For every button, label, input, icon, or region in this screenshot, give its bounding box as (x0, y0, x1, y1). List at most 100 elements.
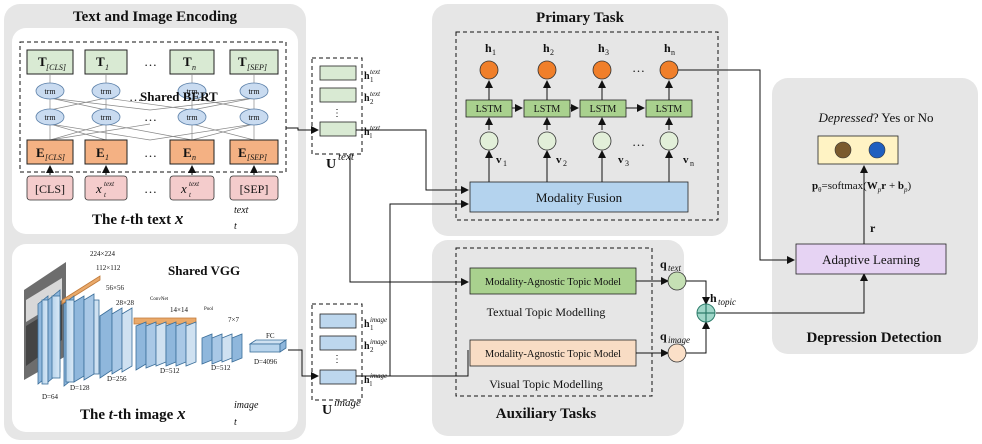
primary-dashed-box (455, 31, 719, 221)
svg-text:Adaptive Learning: Adaptive Learning (822, 252, 920, 267)
token-top-1: T 1 (84, 49, 128, 75)
output-prediction-box (817, 135, 899, 165)
svg-text:trm: trm (186, 87, 198, 96)
input-word-n: x text t (169, 175, 215, 201)
svg-text:D=256: D=256 (107, 375, 127, 383)
svg-text:[SEP]: [SEP] (247, 63, 267, 72)
svg-text:q: q (660, 329, 667, 343)
svg-text:text: text (370, 68, 381, 76)
lstm-cell-3: LSTM (579, 99, 627, 118)
aux-connectors (636, 273, 868, 357)
u-text-vector-1: h 1 text (319, 65, 381, 84)
svg-text:text: text (234, 205, 249, 216)
embedding-n: E n (169, 139, 215, 165)
svg-text:text: text (189, 180, 200, 188)
trm-node: trm (239, 82, 269, 100)
svg-text:trm: trm (100, 113, 112, 122)
u-image-vector-1: h 1 image (319, 313, 387, 332)
u-text-label: U text (326, 151, 355, 172)
input-cls: [CLS] (26, 175, 74, 201)
bert-ellipsis: … (129, 89, 142, 104)
svg-text:FC: FC (266, 332, 275, 340)
svg-text:text: text (338, 151, 355, 163)
embedding-cls: E [CLS] (26, 139, 74, 165)
svg-text:T: T (38, 54, 47, 69)
svg-text:h: h (364, 93, 370, 104)
svg-text:h: h (364, 341, 370, 352)
svg-text:[CLS]: [CLS] (45, 153, 65, 162)
svg-text:56×56: 56×56 (106, 284, 124, 292)
vgg-depth-labels: D=64 D=128 D=256 D=512 D=512 D=4096 (42, 358, 278, 401)
r-label: r (870, 221, 876, 235)
u-image-dashed-box (311, 303, 363, 401)
svg-text:LSTM: LSTM (590, 104, 617, 115)
svg-text:1: 1 (370, 324, 374, 332)
svg-text:image: image (334, 397, 361, 409)
plus-combine-icon (696, 303, 716, 323)
svg-text:1: 1 (370, 76, 374, 84)
fused-vector-2: v 2 (537, 131, 567, 168)
svg-text:2: 2 (563, 159, 567, 168)
svg-text:1: 1 (105, 153, 109, 162)
svg-text:D=128: D=128 (70, 384, 90, 392)
svg-text:v: v (496, 154, 502, 166)
svg-text:ConvNet: ConvNet (150, 297, 169, 302)
textual-topic-label: Textual Topic Modelling (487, 305, 606, 319)
svg-text:E: E (183, 145, 192, 160)
svg-text:x: x (180, 181, 187, 196)
svg-text:D=512: D=512 (160, 367, 180, 375)
svg-text:trm: trm (248, 87, 260, 96)
shared-bert-label: Shared BERT (140, 89, 218, 104)
embedding-sep: E [SEP] (229, 139, 279, 165)
svg-text:n: n (192, 153, 196, 162)
svg-text:trm: trm (186, 113, 198, 122)
text-caption: The t-th text x text t (92, 205, 249, 232)
svg-text:h: h (364, 127, 370, 138)
svg-text:D=64: D=64 (42, 393, 59, 401)
svg-text:t: t (234, 221, 237, 232)
auxiliary-title: Auxiliary Tasks (496, 406, 597, 422)
svg-text:image: image (370, 338, 387, 346)
svg-text:topic: topic (718, 297, 736, 307)
svg-text:LSTM: LSTM (534, 104, 561, 115)
svg-text:image: image (370, 316, 387, 324)
trm-node: trm (177, 82, 207, 100)
input-ellipsis: … (144, 181, 157, 196)
primary-title: Primary Task (536, 10, 625, 26)
q-image-node: q image (660, 329, 690, 363)
trm-node: trm (177, 108, 207, 126)
h-ellipsis: … (632, 60, 645, 75)
embedding-1: E 1 (84, 139, 128, 165)
svg-text:t: t (234, 417, 237, 428)
svg-text:v: v (618, 154, 624, 166)
hidden-state-3: h 3 (592, 41, 612, 80)
fused-vector-n: v n (659, 131, 694, 168)
depressed-question: Depressed? Yes or No (817, 110, 933, 125)
trm-node: trm (91, 108, 121, 126)
svg-text:text: text (104, 180, 115, 188)
modality-fusion-box: Modality Fusion (469, 181, 689, 213)
svg-text:h: h (543, 41, 550, 55)
svg-text:h: h (710, 291, 717, 305)
svg-text:The t-th text x: The t-th text x (92, 209, 184, 228)
u-text-dashed-box (311, 57, 363, 155)
svg-text:Pool: Pool (204, 307, 214, 312)
svg-text:trm: trm (100, 87, 112, 96)
svg-text:1: 1 (105, 63, 109, 72)
svg-text:3: 3 (625, 159, 629, 168)
svg-text:image: image (668, 335, 690, 345)
trm-node: trm (35, 82, 65, 100)
svg-text:2: 2 (370, 346, 374, 354)
u-text-ellipsis: ⋮ (332, 108, 342, 119)
u-text-vector-2: h 2 text (319, 87, 381, 106)
detection-connectors (678, 69, 868, 264)
svg-text:pθ=softmax(Wpr + bp): pθ=softmax(Wpr + bp) (812, 180, 912, 194)
svg-text:3: 3 (605, 48, 609, 57)
svg-text:14×14: 14×14 (170, 306, 188, 314)
input-word-1: x text t (84, 175, 128, 201)
lstm-arrows (485, 80, 673, 182)
svg-text:224×224: 224×224 (90, 250, 115, 258)
encoder-connectors (286, 126, 469, 380)
svg-text:h: h (485, 41, 492, 55)
